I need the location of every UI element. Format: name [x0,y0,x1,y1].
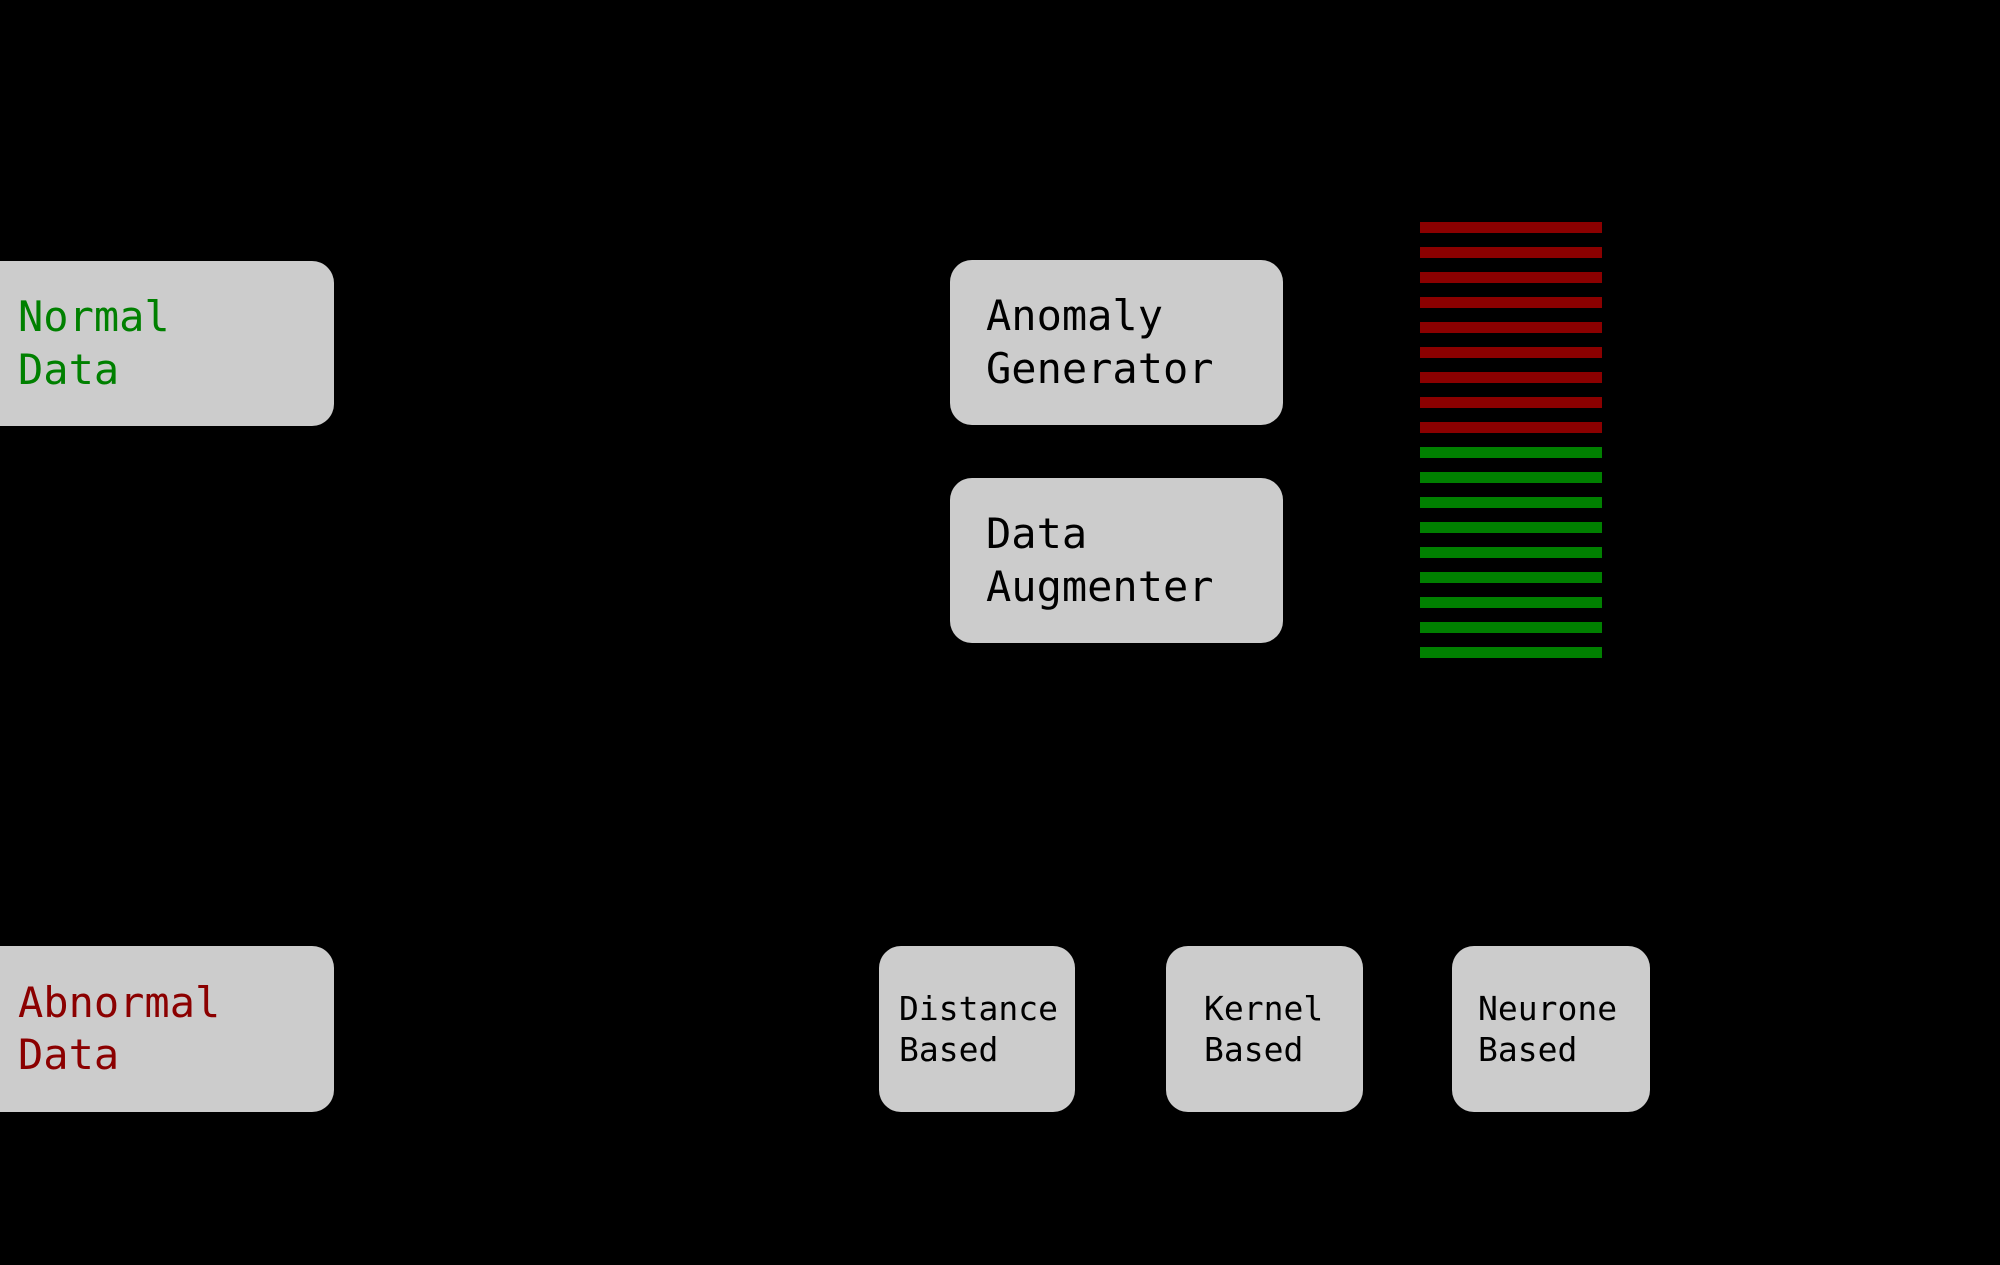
stripe-abnormal [1420,322,1602,333]
stripe-abnormal [1420,347,1602,358]
node-kernel-based-line2: Based [1204,1030,1304,1069]
stripe-abnormal [1420,397,1602,408]
node-abnormal-data[interactable]: Abnormal Data [0,946,334,1112]
stripe-abnormal [1420,372,1602,383]
node-anomaly-generator-line2: Generator [986,343,1214,393]
stripe-normal [1420,447,1602,458]
stripe-normal [1420,572,1602,583]
node-distance-based-line2: Based [899,1030,999,1069]
stripe-normal [1420,497,1602,508]
node-anomaly-generator[interactable]: Anomaly Generator [950,260,1283,425]
node-data-augmenter[interactable]: Data Augmenter [950,478,1283,643]
node-normal-data-line2: Data [18,344,120,394]
node-data-augmenter-line2: Augmenter [986,561,1214,611]
stripe-abnormal [1420,247,1602,258]
node-anomaly-generator-line1: Anomaly [986,291,1164,340]
node-kernel-based[interactable]: Kernel Based [1166,946,1363,1112]
node-neurone-based[interactable]: Neurone Based [1452,946,1650,1112]
stripe-normal [1420,622,1602,633]
stripe-normal [1420,522,1602,533]
node-abnormal-data-line2: Data [18,1030,120,1079]
stripe-abnormal [1420,422,1602,433]
node-neurone-based-line2: Based [1478,1030,1578,1069]
node-abnormal-data-line1: Abnormal [18,977,221,1027]
stripe-abnormal [1420,297,1602,308]
stripe-normal [1420,547,1602,558]
stripe-abnormal [1420,222,1602,233]
stripe-normal [1420,472,1602,483]
node-neurone-based-line1: Neurone [1478,988,1618,1028]
stripe-abnormal [1420,272,1602,283]
stripe-normal [1420,597,1602,608]
node-kernel-based-line1: Kernel [1204,988,1324,1028]
node-normal-data-line1: Normal [18,292,170,341]
node-normal-data[interactable]: Normal Data [0,261,334,426]
node-distance-based[interactable]: Distance Based [879,946,1075,1112]
node-data-augmenter-line1: Data [986,509,1088,558]
stripe-normal [1420,647,1602,658]
node-distance-based-line1: Distance [899,988,1058,1028]
labelled-dataset-stripe-bar [1420,222,1602,682]
